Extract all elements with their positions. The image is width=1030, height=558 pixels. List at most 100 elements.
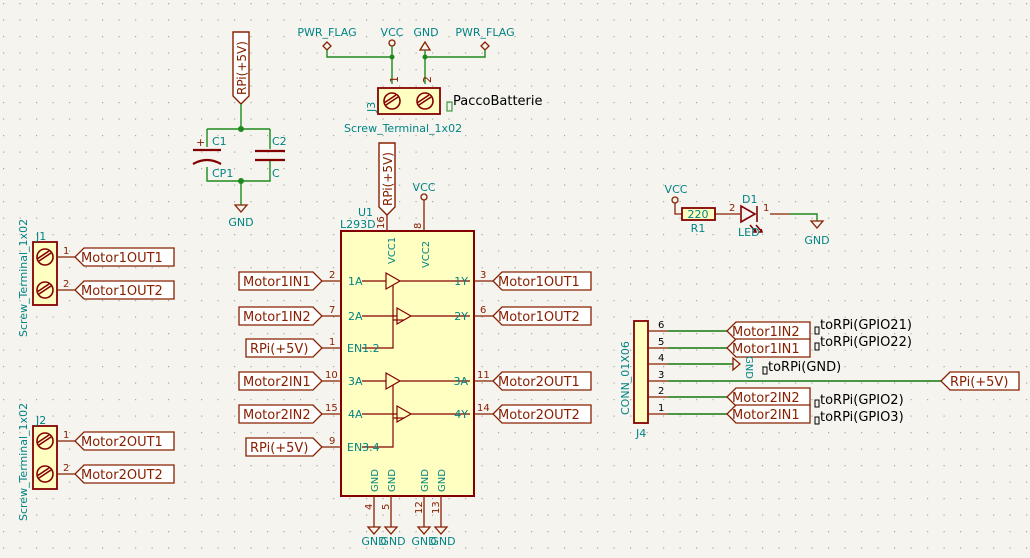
c1-ref: C1 — [212, 135, 227, 148]
u1-pin-en12: EN1.2 — [347, 342, 380, 355]
j4-pin-5: 5 — [658, 337, 664, 348]
u1-pin-3a: 3A — [348, 375, 363, 388]
u1-pin-4y: 4Y — [454, 408, 468, 421]
label-rpi-5v: RPi(+5V) — [250, 441, 308, 456]
j2-pin-1: 1 — [63, 430, 69, 441]
note-gpio22: toRPi(GPIO22) — [820, 335, 912, 350]
u1-pin-3y: 3A — [453, 375, 468, 388]
pwr-flag-label: PWR_FLAG — [455, 26, 514, 39]
d1-pin-1: 1 — [763, 203, 769, 214]
c1-plus: + — [196, 136, 205, 149]
label-motor1out1: Motor1OUT1 — [498, 275, 580, 290]
u1-value: L293D — [340, 218, 376, 231]
label-motor1in2: Motor1IN2 — [243, 310, 311, 325]
d1-pin-2: 2 — [729, 203, 735, 214]
u1-left-pins — [322, 280, 493, 448]
u1-pin-num-12: 12 — [414, 501, 425, 514]
u1-pin-num-11: 11 — [477, 370, 490, 381]
u1-pin-num-5: 5 — [381, 504, 392, 510]
note-gnd: toRPi(GND) — [768, 360, 841, 375]
label-motor1out2: Motor1OUT2 — [81, 284, 163, 299]
j4-gnd-label: GND — [743, 356, 754, 379]
u1-buffers — [362, 271, 470, 448]
c1-value: CP1 — [212, 167, 233, 180]
u1-pin-num-2: 2 — [329, 270, 335, 281]
label-motor2in1: Motor2IN1 — [243, 375, 311, 390]
label-motor2out1: Motor2OUT1 — [81, 435, 163, 450]
j4-pin-2: 2 — [658, 386, 664, 397]
vcc-label: VCC — [413, 181, 436, 194]
label-motor2in2: Motor2IN2 — [732, 391, 800, 406]
r1-ref: R1 — [691, 222, 706, 235]
gnd-label: GND — [228, 216, 253, 229]
u1-gnd-2: GND — [387, 469, 398, 492]
label-rpi-5v: RPi(+5V) — [250, 342, 308, 357]
j4-wires — [668, 330, 941, 415]
u1-ref: U1 — [358, 206, 373, 219]
j4-pin-6: 6 — [658, 320, 664, 331]
u1-pin-num-14: 14 — [477, 403, 490, 414]
pwr-flag-label: PWR_FLAG — [297, 26, 356, 39]
label-motor1in1: Motor1IN1 — [732, 342, 800, 357]
u1-pin-2a: 2A — [348, 310, 363, 323]
gnd-label: GND — [411, 535, 436, 548]
j2-labels[interactable] — [74, 431, 175, 484]
j4-ref: J4 — [635, 427, 646, 440]
u1-pin-num-4: 4 — [364, 504, 375, 510]
label-motor2in1: Motor2IN1 — [732, 408, 800, 423]
u1-body[interactable] — [340, 230, 475, 497]
j1-pin-1: 1 — [63, 246, 69, 257]
d1-ref: D1 — [742, 193, 757, 206]
j2-value: Screw_Terminal_1x02 — [17, 403, 30, 521]
u1-pin-8: 8 — [413, 223, 424, 229]
j1-labels[interactable] — [74, 247, 175, 300]
j4-labels[interactable] — [726, 321, 1020, 424]
u1-gnd-1: GND — [370, 469, 381, 492]
r1-value: 220 — [688, 208, 709, 221]
u1-pin-num-15: 15 — [325, 403, 338, 414]
j3-screw-terminal[interactable] — [377, 87, 441, 115]
u1-rpi-label-vertical[interactable] — [378, 142, 396, 216]
j1-screw-terminal[interactable] — [32, 241, 75, 306]
label-motor1in1: Motor1IN1 — [243, 275, 311, 290]
left-labels[interactable] — [238, 271, 323, 457]
u1-pin-4a: 4A — [348, 408, 363, 421]
j4-value: CONN_01X06 — [619, 341, 632, 415]
label-rpi-5v: RPi(+5V) — [950, 375, 1008, 390]
u1-pin-16: 16 — [376, 216, 387, 229]
r1-resistor[interactable] — [681, 207, 716, 221]
rpi-5v-label-text: RPi(+5V) — [235, 41, 249, 95]
j3-net-label[interactable]: PaccoBatterie — [453, 94, 543, 109]
d1-led[interactable] — [740, 204, 764, 233]
j1-value: Screw_Terminal_1x02 — [17, 219, 30, 337]
j2-screw-terminal[interactable] — [32, 425, 75, 490]
u1-gnd-4: GND — [437, 469, 448, 492]
c1-polarized-capacitor[interactable] — [192, 148, 222, 165]
u1-vcc1: VCC1 — [387, 237, 398, 264]
u1-pin-2y: 2Y — [454, 310, 468, 323]
gnd-label: GND — [361, 535, 386, 548]
c2-ref: C2 — [272, 135, 287, 148]
label-motor1out1: Motor1OUT1 — [81, 251, 163, 266]
u1-bottom-pins — [366, 496, 449, 535]
label-motor2in2: Motor2IN2 — [243, 408, 311, 423]
j3-pin-2: 2 — [421, 76, 434, 83]
right-labels[interactable] — [492, 271, 592, 424]
u1-pin-1y: 1Y — [454, 275, 468, 288]
vcc-label: VCC — [381, 26, 404, 39]
junction-dot — [422, 54, 428, 60]
top-power-wires — [326, 46, 486, 84]
j3-pin-1: 1 — [388, 76, 401, 83]
rpi-5v-label-vertical[interactable] — [232, 31, 250, 105]
u1-pin-num-3: 3 — [480, 270, 486, 281]
c2-capacitor[interactable] — [255, 149, 285, 162]
junction-dot — [389, 54, 395, 60]
gnd-label: GND — [380, 535, 405, 548]
u1-pin-num-6: 6 — [480, 305, 486, 316]
u1-pin-num-1: 1 — [329, 337, 335, 348]
label-motor1out2: Motor1OUT2 — [498, 310, 580, 325]
note-gpio3: toRPi(GPIO3) — [820, 410, 904, 425]
j2-ref: J2 — [35, 414, 46, 427]
u1-pin-num-7: 7 — [329, 305, 335, 316]
